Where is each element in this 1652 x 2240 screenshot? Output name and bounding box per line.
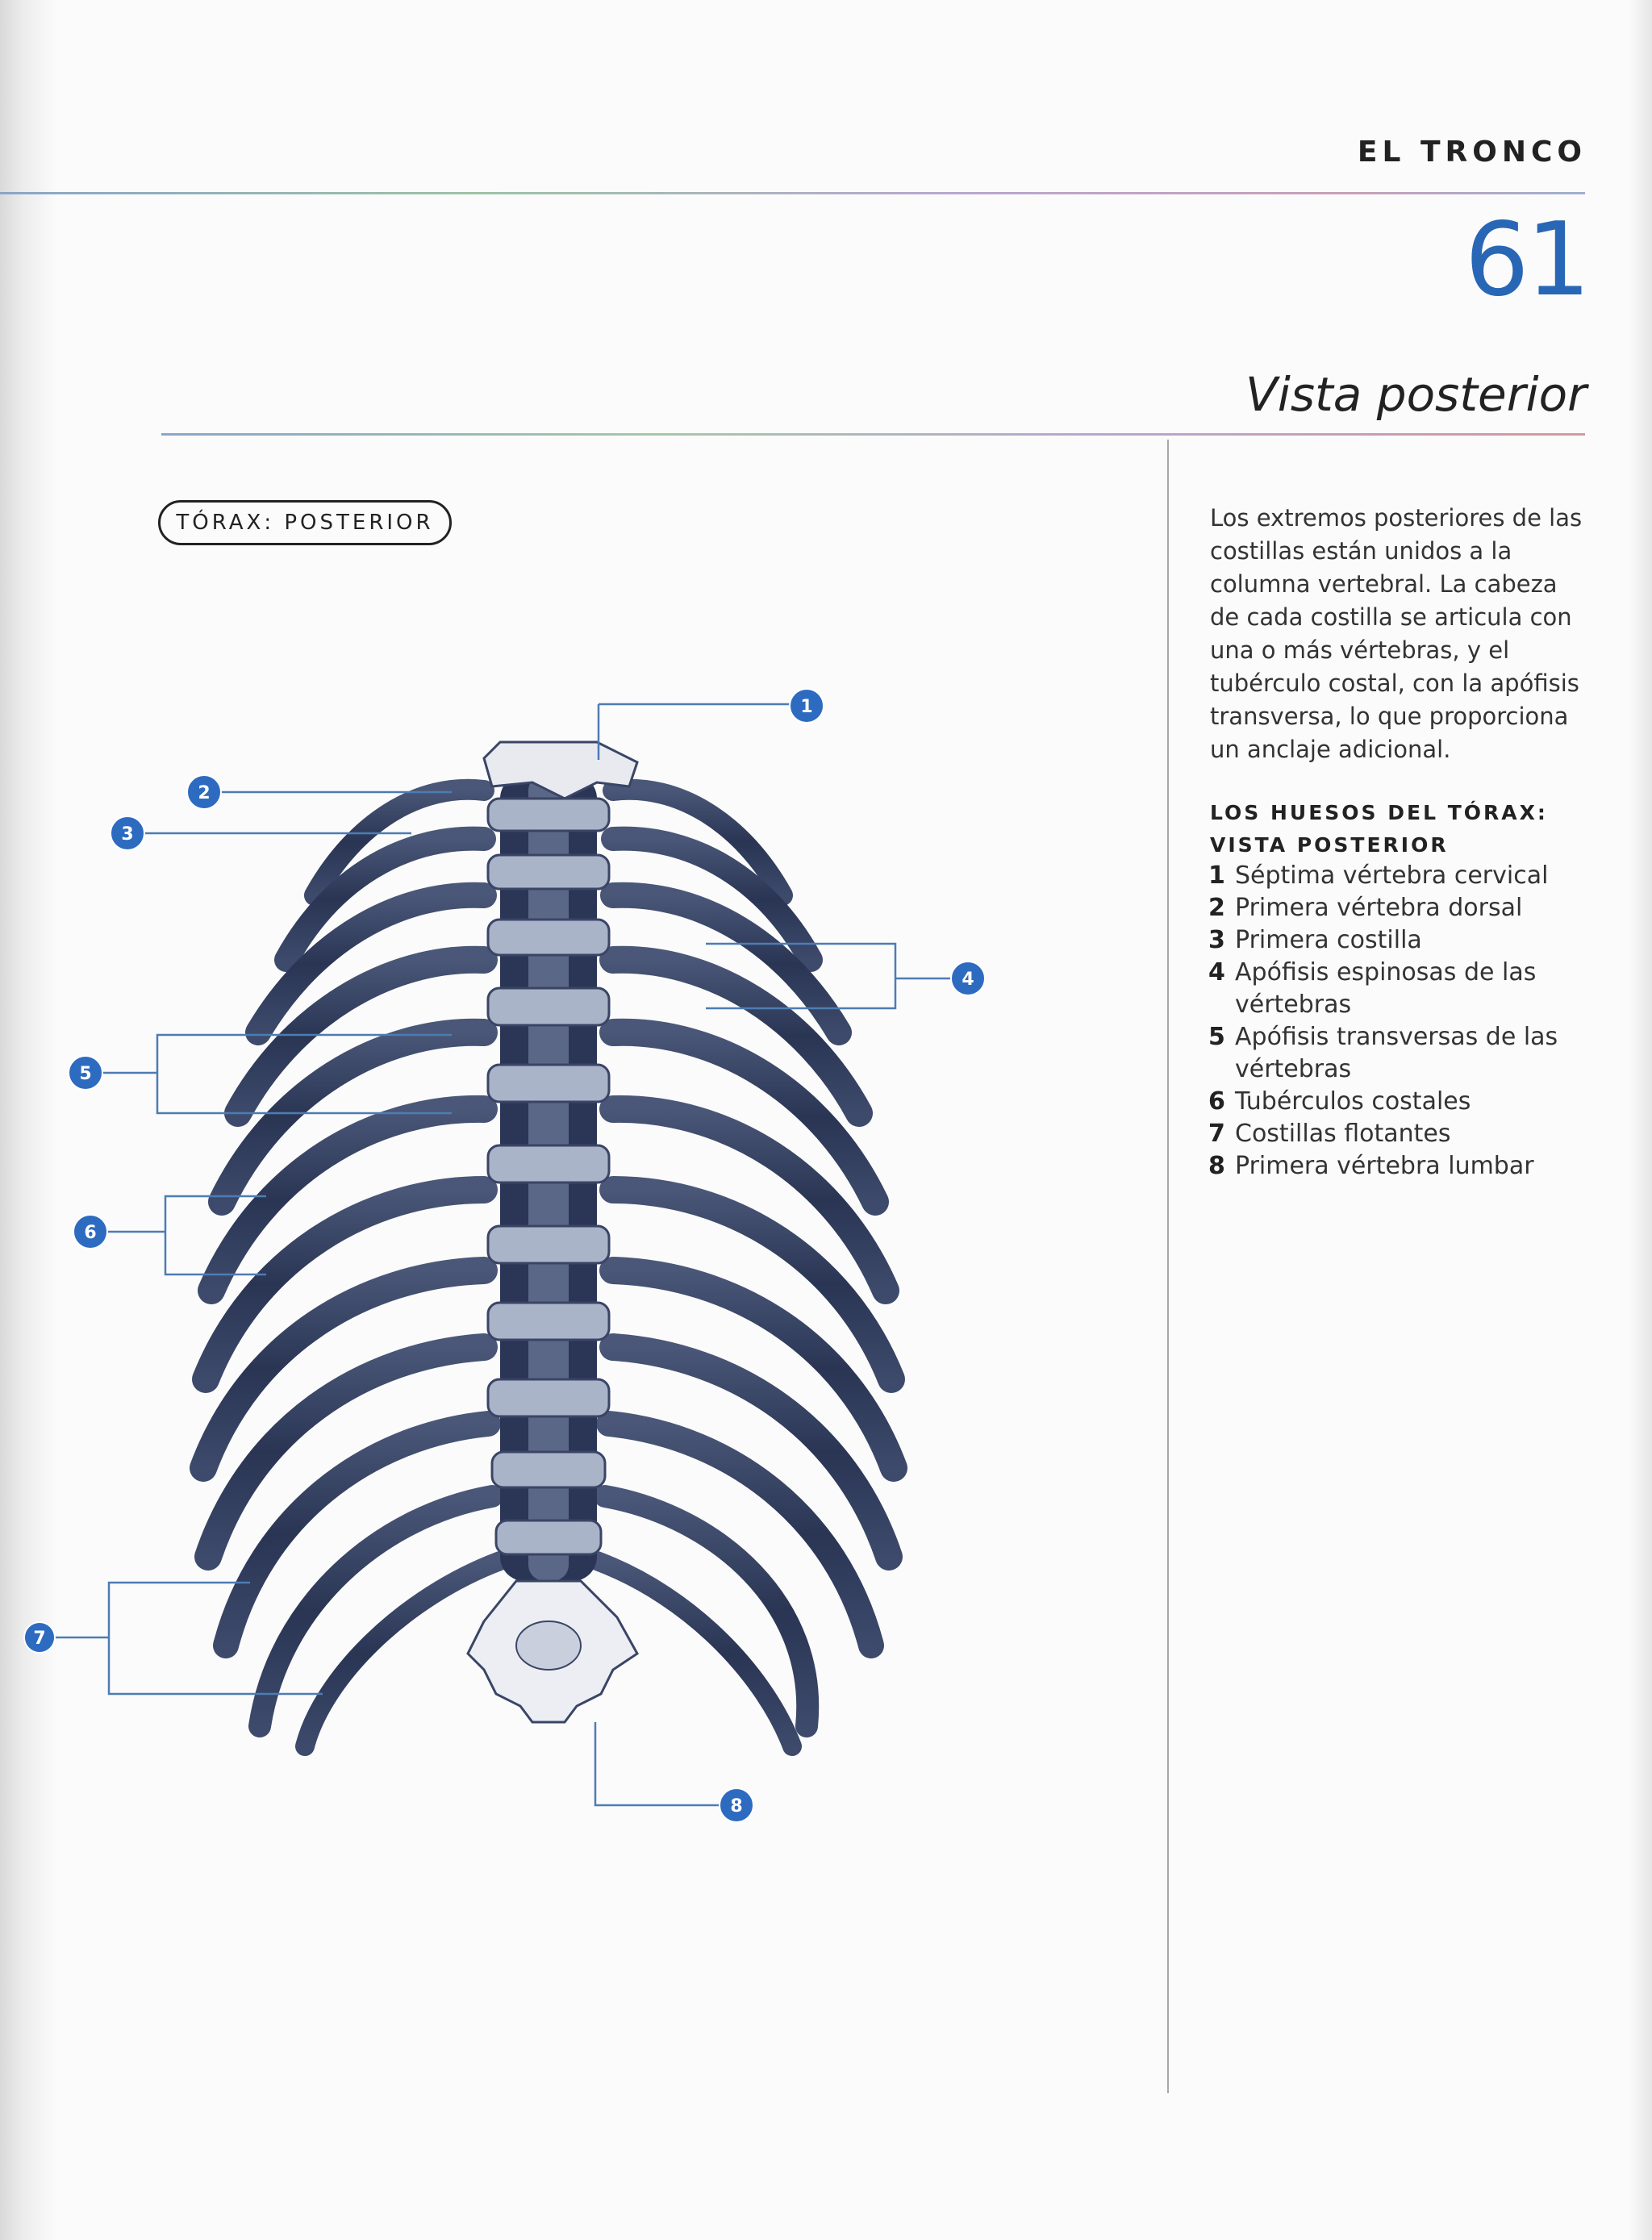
column-divider (1167, 440, 1169, 2093)
callout-4: 4 (950, 961, 986, 996)
svg-text:4: 4 (962, 970, 974, 990)
legend-title: LOS HUESOS DEL TÓRAX: VISTA POSTERIOR (1210, 801, 1548, 857)
svg-text:5: 5 (79, 1064, 91, 1084)
page-edge-shadow (1628, 0, 1652, 2240)
callout-5: 5 (68, 1055, 103, 1091)
figure-badge: TÓRAX: POSTERIOR (158, 500, 452, 545)
page-gutter-shadow (0, 0, 56, 2240)
top-rule (0, 192, 1585, 194)
callout-7: 7 (23, 1621, 56, 1654)
intro-paragraph: Los extremos posteriores de las costilla… (1210, 504, 1583, 763)
page-subtitle: Vista posterior (1245, 367, 1587, 422)
thorax-illustration: 1 2 3 4 5 6 7 8 (23, 688, 986, 1823)
page-number: 61 (1464, 200, 1591, 319)
leader-lines (53, 703, 952, 1807)
callout-3: 3 (110, 815, 145, 851)
svg-text:2: 2 (198, 783, 210, 803)
vertebral-column (466, 740, 639, 1724)
callout-8: 8 (719, 1787, 754, 1823)
svg-text:6: 6 (84, 1223, 96, 1243)
svg-text:1: 1 (800, 697, 812, 717)
svg-text:8: 8 (730, 1796, 742, 1817)
callout-2: 2 (186, 774, 222, 810)
callout-1: 1 (789, 688, 824, 724)
rib-cage (190, 778, 907, 1756)
svg-text:3: 3 (121, 824, 133, 845)
section-title: EL TRONCO (1357, 136, 1587, 169)
subtitle-rule (161, 433, 1585, 436)
svg-text:7: 7 (33, 1629, 45, 1649)
callout-6: 6 (73, 1214, 108, 1249)
